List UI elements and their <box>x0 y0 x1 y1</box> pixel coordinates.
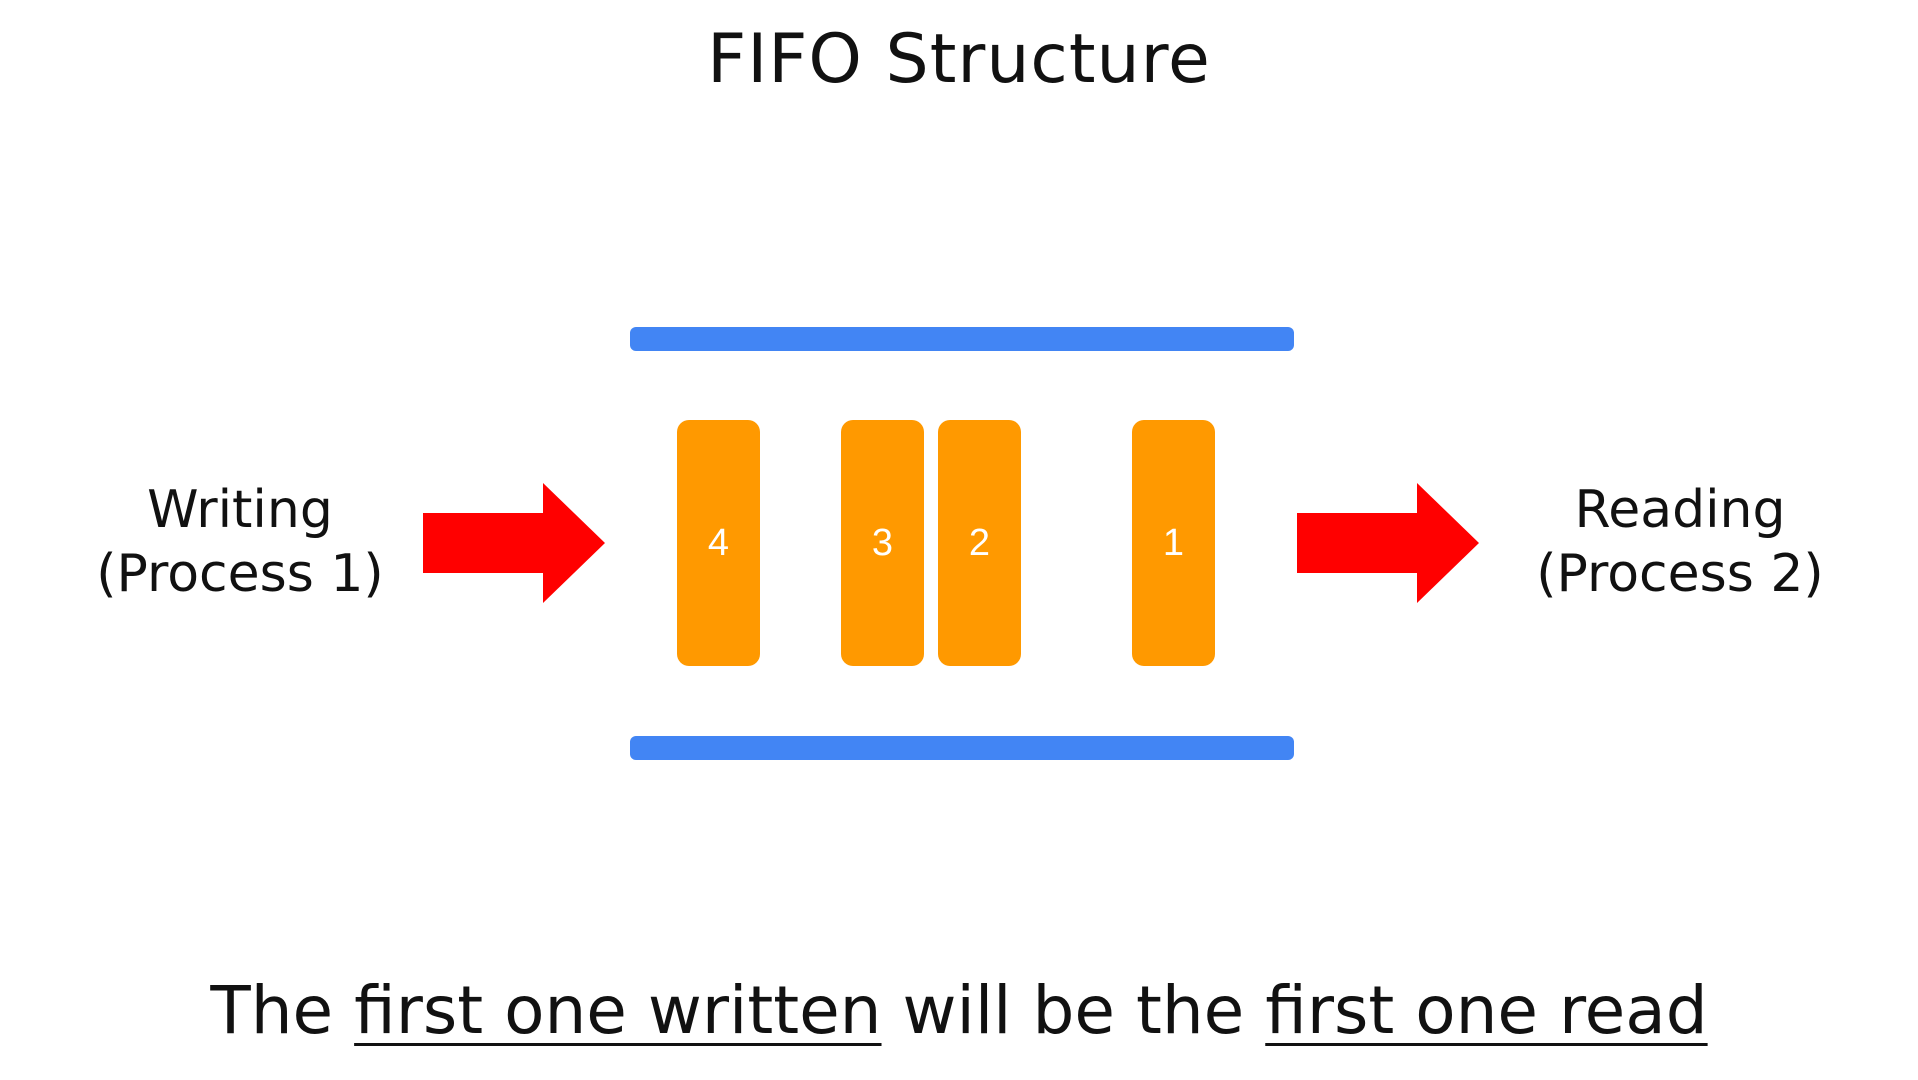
queue-item-2: 2 <box>938 420 1021 666</box>
read-arrow-icon <box>1297 483 1479 603</box>
reader-label-line2: (Process 2) <box>1536 544 1824 604</box>
writer-label-line2: (Process 1) <box>96 544 384 604</box>
caption-emphasis-1: first one written <box>354 972 882 1049</box>
queue-item-3: 3 <box>841 420 924 666</box>
caption-part-1: The <box>210 972 334 1049</box>
queue-item-4: 4 <box>677 420 760 666</box>
queue-item-1: 1 <box>1132 420 1215 666</box>
fifo-caption: The first one written will be the first … <box>0 972 1918 1049</box>
writer-label-line1: Writing <box>147 480 333 540</box>
write-arrow-icon <box>423 483 605 603</box>
caption-emphasis-2: first one read <box>1265 972 1708 1049</box>
reader-label: Reading (Process 2) <box>1470 478 1890 606</box>
queue-bottom-rail <box>630 736 1294 760</box>
caption-part-2: will be the <box>902 972 1245 1049</box>
writer-label: Writing (Process 1) <box>30 478 450 606</box>
queue-top-rail <box>630 327 1294 351</box>
diagram-title: FIFO Structure <box>707 20 1211 99</box>
reader-label-line1: Reading <box>1574 480 1786 540</box>
